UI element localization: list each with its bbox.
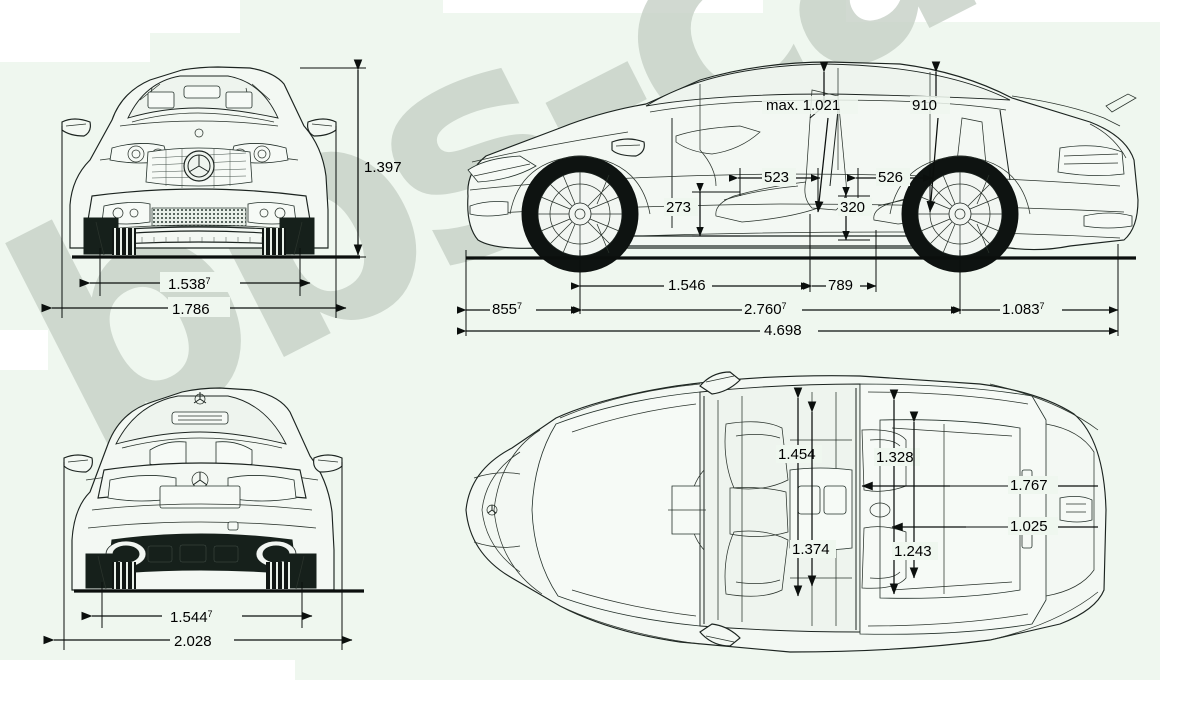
rear-track-label: 1.544 bbox=[170, 609, 208, 626]
front-dim-height: 1.397 bbox=[300, 59, 402, 258]
rear-view-group bbox=[63, 387, 364, 593]
side-view-group bbox=[466, 61, 1139, 273]
side-dim-seat-height-front: 273 bbox=[664, 183, 740, 237]
side-headroom-front-label: max. 1.021 bbox=[766, 97, 840, 114]
paper-margin-topright bbox=[846, 0, 1200, 22]
svg-text:8557: 8557 bbox=[492, 301, 522, 318]
top-shoulder-front-label: 1.454 bbox=[778, 446, 816, 463]
top-dim-elbow-rear: 1.243 bbox=[892, 411, 938, 579]
front-dim-width: 1.786 bbox=[41, 126, 347, 318]
top-elbow-rear-label: 1.243 bbox=[894, 543, 932, 560]
rear-dim-track: 1.5447 bbox=[81, 582, 313, 628]
paper-margin-right bbox=[1160, 0, 1200, 705]
side-length-label: 4.698 bbox=[764, 322, 802, 339]
side-dim-legroom-rear: 526 bbox=[847, 168, 933, 212]
side-dim-seat-height-rear: 320 bbox=[838, 187, 872, 241]
side-wheelbase-sup: 7 bbox=[782, 301, 787, 311]
side-dim-legroom-front: 523 bbox=[729, 168, 821, 212]
front-height-label: 1.397 bbox=[364, 159, 402, 176]
top-boot-width-label: 1.767 bbox=[1010, 477, 1048, 494]
paper-margin-topmid bbox=[443, 0, 763, 13]
top-dim-boot-width: 1.767 bbox=[861, 476, 1098, 494]
side-legroom-rear-label: 526 bbox=[878, 169, 903, 186]
side-dim-headroom-rear: 910 bbox=[910, 61, 950, 213]
top-elbow-front-label: 1.374 bbox=[792, 541, 830, 558]
front-track-sup: 7 bbox=[206, 276, 211, 286]
side-rear-wheel bbox=[901, 155, 1019, 273]
rear-dim-width: 2.028 bbox=[43, 462, 353, 650]
top-dim-boot-opening: 1.025 bbox=[891, 517, 1098, 535]
rear-width-label: 2.028 bbox=[174, 633, 212, 650]
paper-margin-topleft2 bbox=[0, 0, 150, 62]
side-front-overhang-label: 855 bbox=[492, 301, 517, 318]
front-dim-track: 1.5387 bbox=[79, 248, 311, 296]
front-width-label: 1.786 bbox=[172, 301, 210, 318]
side-front-wheel bbox=[521, 155, 639, 273]
top-view-group bbox=[465, 371, 1107, 653]
paper-margin-left bbox=[0, 330, 48, 370]
rear-track-sup: 7 bbox=[208, 609, 213, 619]
side-dim-chain: 1.546 789 8557 2.7607 1.0837 4.698 bbox=[457, 214, 1119, 339]
svg-text:1.5387: 1.5387 bbox=[168, 276, 211, 293]
side-legroom-front-label: 523 bbox=[764, 169, 789, 186]
top-dim-shoulder-rear: 1.328 bbox=[874, 389, 920, 595]
side-rear-section-label: 789 bbox=[828, 277, 853, 294]
top-boot-opening-label: 1.025 bbox=[1010, 518, 1048, 535]
front-track-label: 1.538 bbox=[168, 276, 206, 293]
top-dim-elbow-front: 1.374 bbox=[790, 401, 836, 587]
side-front-section-label: 1.546 bbox=[668, 277, 706, 294]
side-rear-overhang-sup: 7 bbox=[1040, 301, 1045, 311]
side-front-overhang-sup: 7 bbox=[517, 301, 522, 311]
side-rear-overhang-label: 1.083 bbox=[1002, 301, 1040, 318]
side-wheelbase-label: 2.760 bbox=[744, 301, 782, 318]
svg-text:1.5447: 1.5447 bbox=[170, 609, 213, 626]
side-headroom-rear-label: 910 bbox=[912, 97, 937, 114]
side-dim-headroom-front: max. 1.021 bbox=[762, 61, 858, 213]
side-seat-rear-label: 320 bbox=[840, 199, 865, 216]
top-shoulder-rear-label: 1.328 bbox=[876, 449, 914, 466]
front-view-group bbox=[61, 66, 360, 259]
svg-text:2.7607: 2.7607 bbox=[744, 301, 787, 318]
svg-text:1.0837: 1.0837 bbox=[1002, 301, 1045, 318]
side-seat-front-label: 273 bbox=[666, 199, 691, 216]
paper-margin-bot bbox=[0, 680, 1200, 705]
